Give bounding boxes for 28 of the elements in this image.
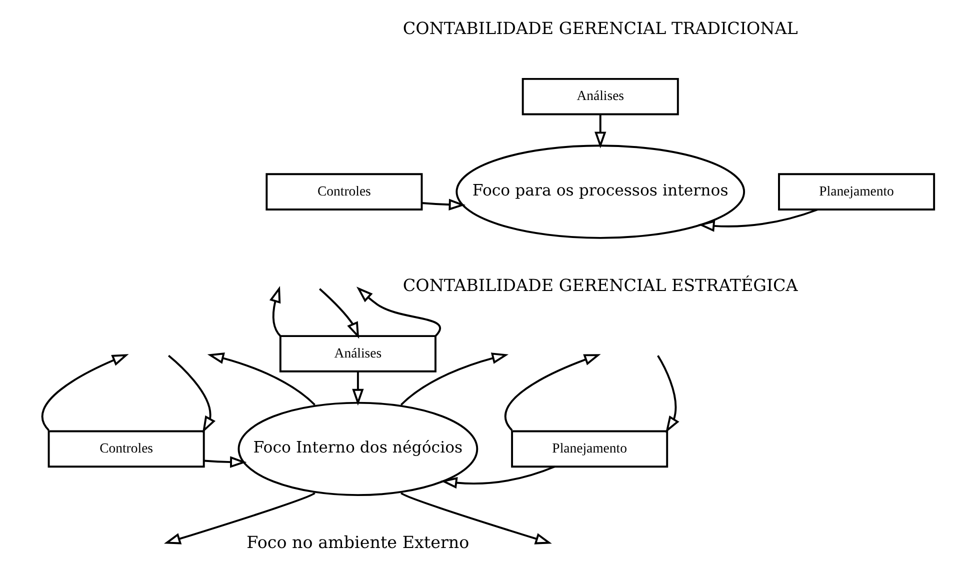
node-box: Planejamento: [778, 173, 935, 210]
label: CONTABILIDADE GERENCIAL ESTRATÉGICA: [402, 276, 798, 296]
arrow: [318, 288, 359, 339]
arrow: [504, 354, 600, 431]
node-box: Planejamento: [510, 430, 668, 468]
arrow: [352, 372, 364, 406]
arrow: [697, 208, 818, 232]
arrow: [400, 492, 552, 544]
arrow: [268, 286, 281, 337]
label: CONTABILIDADE GERENCIAL TRADICIONAL: [402, 18, 798, 38]
arrow: [167, 354, 216, 433]
arrow: [163, 492, 315, 544]
node-box: Controles: [47, 430, 204, 468]
label: Foco no ambiente Externo: [246, 533, 469, 552]
node-ellipse: Foco Interno dos négócios: [237, 402, 478, 496]
arrow: [356, 286, 440, 337]
node-box: Análises: [278, 335, 436, 372]
arrow: [421, 198, 466, 210]
arrow: [400, 352, 508, 406]
arrow: [440, 466, 555, 489]
node-ellipse: Foco para os processos internos: [455, 144, 745, 239]
node-box: Análises: [521, 78, 678, 116]
arrow: [594, 114, 606, 148]
arrow: [204, 456, 246, 468]
arrow: [40, 354, 128, 431]
arrow: [656, 355, 679, 433]
arrow: [206, 352, 315, 406]
node-box: Controles: [265, 173, 422, 210]
